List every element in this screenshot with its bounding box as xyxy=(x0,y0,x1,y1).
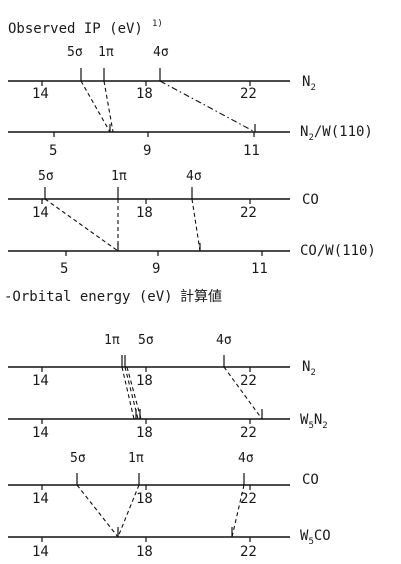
p3-bottom-tick-label: 22 xyxy=(240,425,257,441)
p2-orbital-4sigma: 4σ xyxy=(186,169,202,184)
p1-bottom-tick-label: 11 xyxy=(243,143,260,159)
p1-bottom-tick-label: 9 xyxy=(143,143,151,159)
observed-ip-reference: 1) xyxy=(152,19,163,29)
p1-top-label: N2 xyxy=(302,74,316,93)
p3-orbital-4sigma: 4σ xyxy=(216,333,232,348)
p3-connector-4sigma xyxy=(223,366,263,420)
p1-bottom-label: N2/W(110) xyxy=(300,124,373,143)
p3-orbital-5sigma: 5σ xyxy=(138,333,154,348)
p4-bottom-label: W5CO xyxy=(300,528,331,547)
p3-bottom-tick-label: 18 xyxy=(136,425,153,441)
p1-connector-4sigma xyxy=(159,80,256,133)
p1-orbital-1pi: 1π xyxy=(98,45,114,60)
p2-bottom-tick-label: 9 xyxy=(152,261,160,277)
p4-bottom-tick-label: 22 xyxy=(240,544,257,560)
p3-bottom-label: W5N2 xyxy=(300,412,328,431)
p3-connector-5sigma xyxy=(126,366,142,420)
p4-connector-5sigma xyxy=(76,484,119,538)
p3-top-tick-label: 14 xyxy=(32,373,49,389)
p4-connector-4sigma xyxy=(231,484,245,538)
p4-top-tick-label: 22 xyxy=(240,491,257,507)
orbital-energy-note: 計算値 xyxy=(180,289,222,305)
p3-top-tick-label: 22 xyxy=(240,373,257,389)
p2-bottom-tick-label: 11 xyxy=(251,261,268,277)
p4-top-tick-label: 14 xyxy=(32,491,49,507)
p1-orbital-4sigma: 4σ xyxy=(153,45,169,60)
p3-bottom-tick-label: 14 xyxy=(32,425,49,441)
p2-top-tick-label: 18 xyxy=(136,205,153,221)
p1-top-tick-label: 18 xyxy=(136,86,153,102)
p4-orbital-5sigma: 5σ xyxy=(70,451,86,466)
p2-top-label: CO xyxy=(302,192,319,208)
p2-bottom-label: CO/W(110) xyxy=(300,243,376,259)
p4-bottom-tick-label: 14 xyxy=(32,544,49,560)
p1-bottom-tick-label: 5 xyxy=(49,143,57,159)
p4-top-tick-label: 18 xyxy=(136,491,153,507)
p1-orbital-5sigma: 5σ xyxy=(67,45,83,60)
p4-top-label: CO xyxy=(302,472,319,488)
p4-orbital-4sigma: 4σ xyxy=(238,451,254,466)
p3-orbital-1pi: 1π xyxy=(104,333,120,348)
p3-top-label: N2 xyxy=(302,359,316,378)
p2-bottom-tick-label: 5 xyxy=(60,261,68,277)
p2-orbital-1pi: 1π xyxy=(111,169,127,184)
p1-top-tick-label: 22 xyxy=(240,86,257,102)
p1-connector-5sigma xyxy=(80,80,111,133)
p4-connector-1pi xyxy=(117,484,140,538)
p4-bottom-tick-label: 18 xyxy=(136,544,153,560)
p2-top-tick-label: 22 xyxy=(240,205,257,221)
p1-top-tick-label: 14 xyxy=(32,86,49,102)
p3-top-tick-label: 18 xyxy=(136,373,153,389)
observed-ip-heading: Observed IP (eV) xyxy=(8,21,143,37)
p4-orbital-1pi: 1π xyxy=(128,451,144,466)
p1-connector-1pi xyxy=(103,80,114,133)
p2-orbital-5sigma: 5σ xyxy=(38,169,54,184)
p2-connector-4sigma xyxy=(191,198,201,252)
p2-connector-5sigma xyxy=(44,198,119,252)
p3-connector-1pi-a xyxy=(121,366,135,420)
orbital-energy-heading: -Orbital energy (eV) xyxy=(4,289,173,305)
p2-top-tick-label: 14 xyxy=(32,205,49,221)
